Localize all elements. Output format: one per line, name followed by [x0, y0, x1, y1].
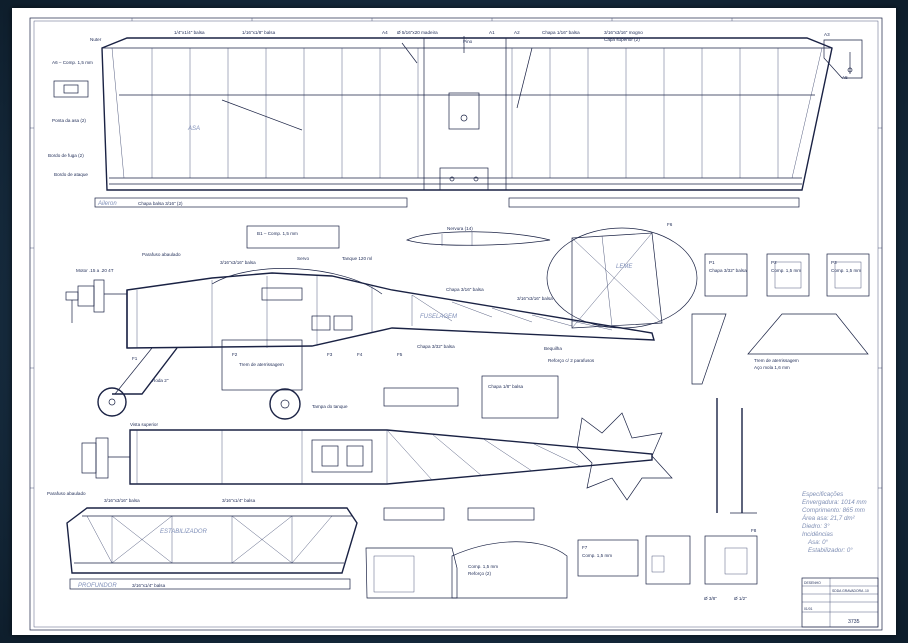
title-block: DESENHO SDDA GRAVADORA .10 01/01 3735	[801, 577, 879, 628]
label-trem-principal: Trem de aterrissagem	[754, 358, 799, 363]
title-block-name: SDDA GRAVADORA .10	[832, 589, 869, 593]
label-aileron-sheet: Chapa balsa 3/16" (2)	[138, 201, 183, 206]
label-chapa-lat-sup: Chapa 3/16" balsa	[446, 287, 484, 292]
wing-labels: Nuter 1/4"x1/4" balsa 1/16"x1/8" balsa A…	[48, 30, 848, 207]
label-asa: ASA	[187, 126, 200, 132]
label-p2: P2	[771, 260, 777, 265]
label-motor: Motor .15 a .20 4T	[76, 268, 114, 273]
label-wing-rib: 1/16"x1/8" balsa	[242, 30, 276, 35]
specs-incidencias: Incidências	[802, 531, 833, 538]
label-f3: F3	[327, 352, 333, 357]
label-nervura: Nervura (14)	[447, 226, 473, 231]
label-chapa-lateral: Chapa 3/32" balsa	[417, 344, 455, 349]
label-f5: F5	[397, 352, 403, 357]
label-borda: 3/16"x1/4" balsa	[222, 498, 256, 503]
label-wing-a6: A6 – Comp. 1,5 mm	[52, 60, 93, 65]
label-f7: F7	[582, 545, 588, 550]
label-tanque: Tanque 120 ml	[342, 256, 372, 261]
label-wing-a3: A3	[824, 32, 830, 37]
specs-title: Especificações	[802, 491, 843, 498]
label-wing-a1: A1	[489, 30, 495, 35]
specs-comprimento: Comprimento: 865 mm	[802, 507, 865, 514]
title-block-drawn: DESENHO	[804, 581, 821, 585]
label-vista-sup: Vista superior	[130, 422, 158, 427]
label-trem-desc: Aço mola 1,6 mm	[754, 365, 790, 370]
label-wing-tip: Ponta da asa (2)	[52, 118, 86, 123]
label-wing-a2: A2	[514, 30, 520, 35]
label-hatch: Tampa do tanque	[312, 404, 348, 409]
title-block-number: 3735	[848, 619, 860, 625]
label-fuselagem: FUSELAGEM	[420, 314, 457, 320]
wing-plan-view	[94, 36, 833, 208]
label-wing-mahogany: 3/16"x3/16" mogno	[604, 30, 643, 35]
specs-estabilizador: Estabilizador: 0°	[808, 547, 853, 554]
label-servo: Servo	[297, 256, 309, 261]
label-wing-a4: A4	[382, 30, 388, 35]
label-b1: B1 – Comp. 1,5 mm	[257, 231, 298, 236]
label-trem: Trem de aterrissagem	[239, 362, 284, 367]
title-block-sheet: 01/01	[804, 607, 813, 611]
label-wing-cap: Capa superior (2)	[604, 37, 640, 42]
label-wing-te: Bordo de fuga (2)	[48, 153, 84, 158]
label-aileron: Aileron	[97, 201, 117, 207]
specs-asa: Asa: 0°	[807, 539, 829, 546]
label-dia-2: Ø 1/2"	[734, 596, 747, 601]
label-p3: P3	[831, 260, 837, 265]
specs-diedro: Diedro: 3°	[802, 523, 830, 530]
label-chapa-balsa: Chapa 1/8" balsa	[488, 384, 524, 389]
specifications: Especificações Envergadura: 1014 mm Comp…	[801, 491, 867, 554]
label-leme: LEME	[616, 264, 633, 270]
stabilizer-labels: ESTABILIZADOR PROFUNDOR 3/16"x1/4" balsa…	[78, 498, 256, 589]
label-wing-pino: Pino	[463, 39, 473, 44]
fuselage-side-labels: Motor .15 a .20 4T Parafuso abaulado 3/1…	[76, 222, 673, 383]
sheet-border	[29, 17, 883, 631]
label-wing-le: Bordo de ataque	[54, 172, 88, 177]
label-estab-fus: 3/16"x3/16" balsa	[517, 296, 553, 301]
fuselage-side-view	[65, 227, 698, 420]
label-p3-desc: Comp. 1,5 mm	[831, 268, 861, 273]
label-reforco-cauda: Reforço c/ 2 parafusos	[548, 358, 595, 363]
label-dia-1: Ø 3/8"	[704, 596, 717, 601]
bottom-parts: F7 Comp. 1,5 mm F8 Comp. 1,5 mm Reforço …	[468, 528, 758, 601]
label-f8: F8	[751, 528, 757, 533]
label-p1-desc: Chapa 3/32" balsa	[709, 268, 747, 273]
label-ply-ref: Reforço (2)	[468, 571, 491, 576]
specs-area: Área asa: 21,7 dm²	[801, 515, 856, 522]
label-p2-desc: Comp. 1,5 mm	[771, 268, 801, 273]
label-p1: P1	[709, 260, 715, 265]
label-estabilizador: ESTABILIZADOR	[160, 529, 208, 535]
stabilizer-plan-view	[66, 507, 568, 599]
label-nuter: Nuter	[90, 37, 102, 42]
fuselage-top-labels: Vista superior Tampa do tanque Parafuso …	[47, 404, 348, 496]
label-roda: Roda 2"	[152, 378, 169, 383]
drawing-sheet: Nuter 1/4"x1/4" balsa 1/16"x1/8" balsa A…	[12, 8, 896, 635]
wing-small-parts	[53, 39, 863, 98]
label-fus-longeron: 3/16"x3/16" balsa	[220, 260, 256, 265]
wing-rib-airfoil: Nervura (14)	[406, 226, 551, 246]
label-bequilha: Bequilha	[544, 346, 562, 351]
specs-envergadura: Envergadura: 1014 mm	[802, 499, 867, 506]
label-f7-desc: Comp. 1,5 mm	[582, 553, 612, 558]
blueprint-drawing: Nuter 1/4"x1/4" balsa 1/16"x1/8" balsa A…	[29, 17, 883, 631]
label-ply-disc: Comp. 1,5 mm	[468, 564, 498, 569]
label-f1: F1	[132, 356, 138, 361]
label-wing-spar: 1/4"x1/4" balsa	[174, 30, 205, 35]
label-wing-dowel: Ø 5/16"x20 madeira	[397, 30, 438, 35]
label-f6: F6	[667, 222, 673, 227]
formers-and-plates: B1 – Comp. 1,5 mm Chapa 1/8" balsa	[246, 225, 559, 521]
label-chapa-prof: 3/16"x1/4" balsa	[132, 583, 166, 588]
label-long-prof: 3/16"x3/16" balsa	[104, 498, 140, 503]
right-parts: P1 Chapa 3/32" balsa P2 Comp. 1,5 mm P3 …	[691, 253, 870, 385]
label-wing-a5: A5	[842, 75, 848, 80]
label-f4: F4	[357, 352, 363, 357]
label-wing-top-sheet: Chapa 1/16" balsa	[542, 30, 580, 35]
label-parafuso: Parafuso abaulado	[142, 252, 181, 257]
label-reforco-motor: Parafuso abaulado	[47, 491, 86, 496]
label-profundor: PROFUNDOR	[78, 583, 117, 589]
fuselage-top-view	[81, 398, 757, 514]
label-f2: F2	[232, 352, 238, 357]
